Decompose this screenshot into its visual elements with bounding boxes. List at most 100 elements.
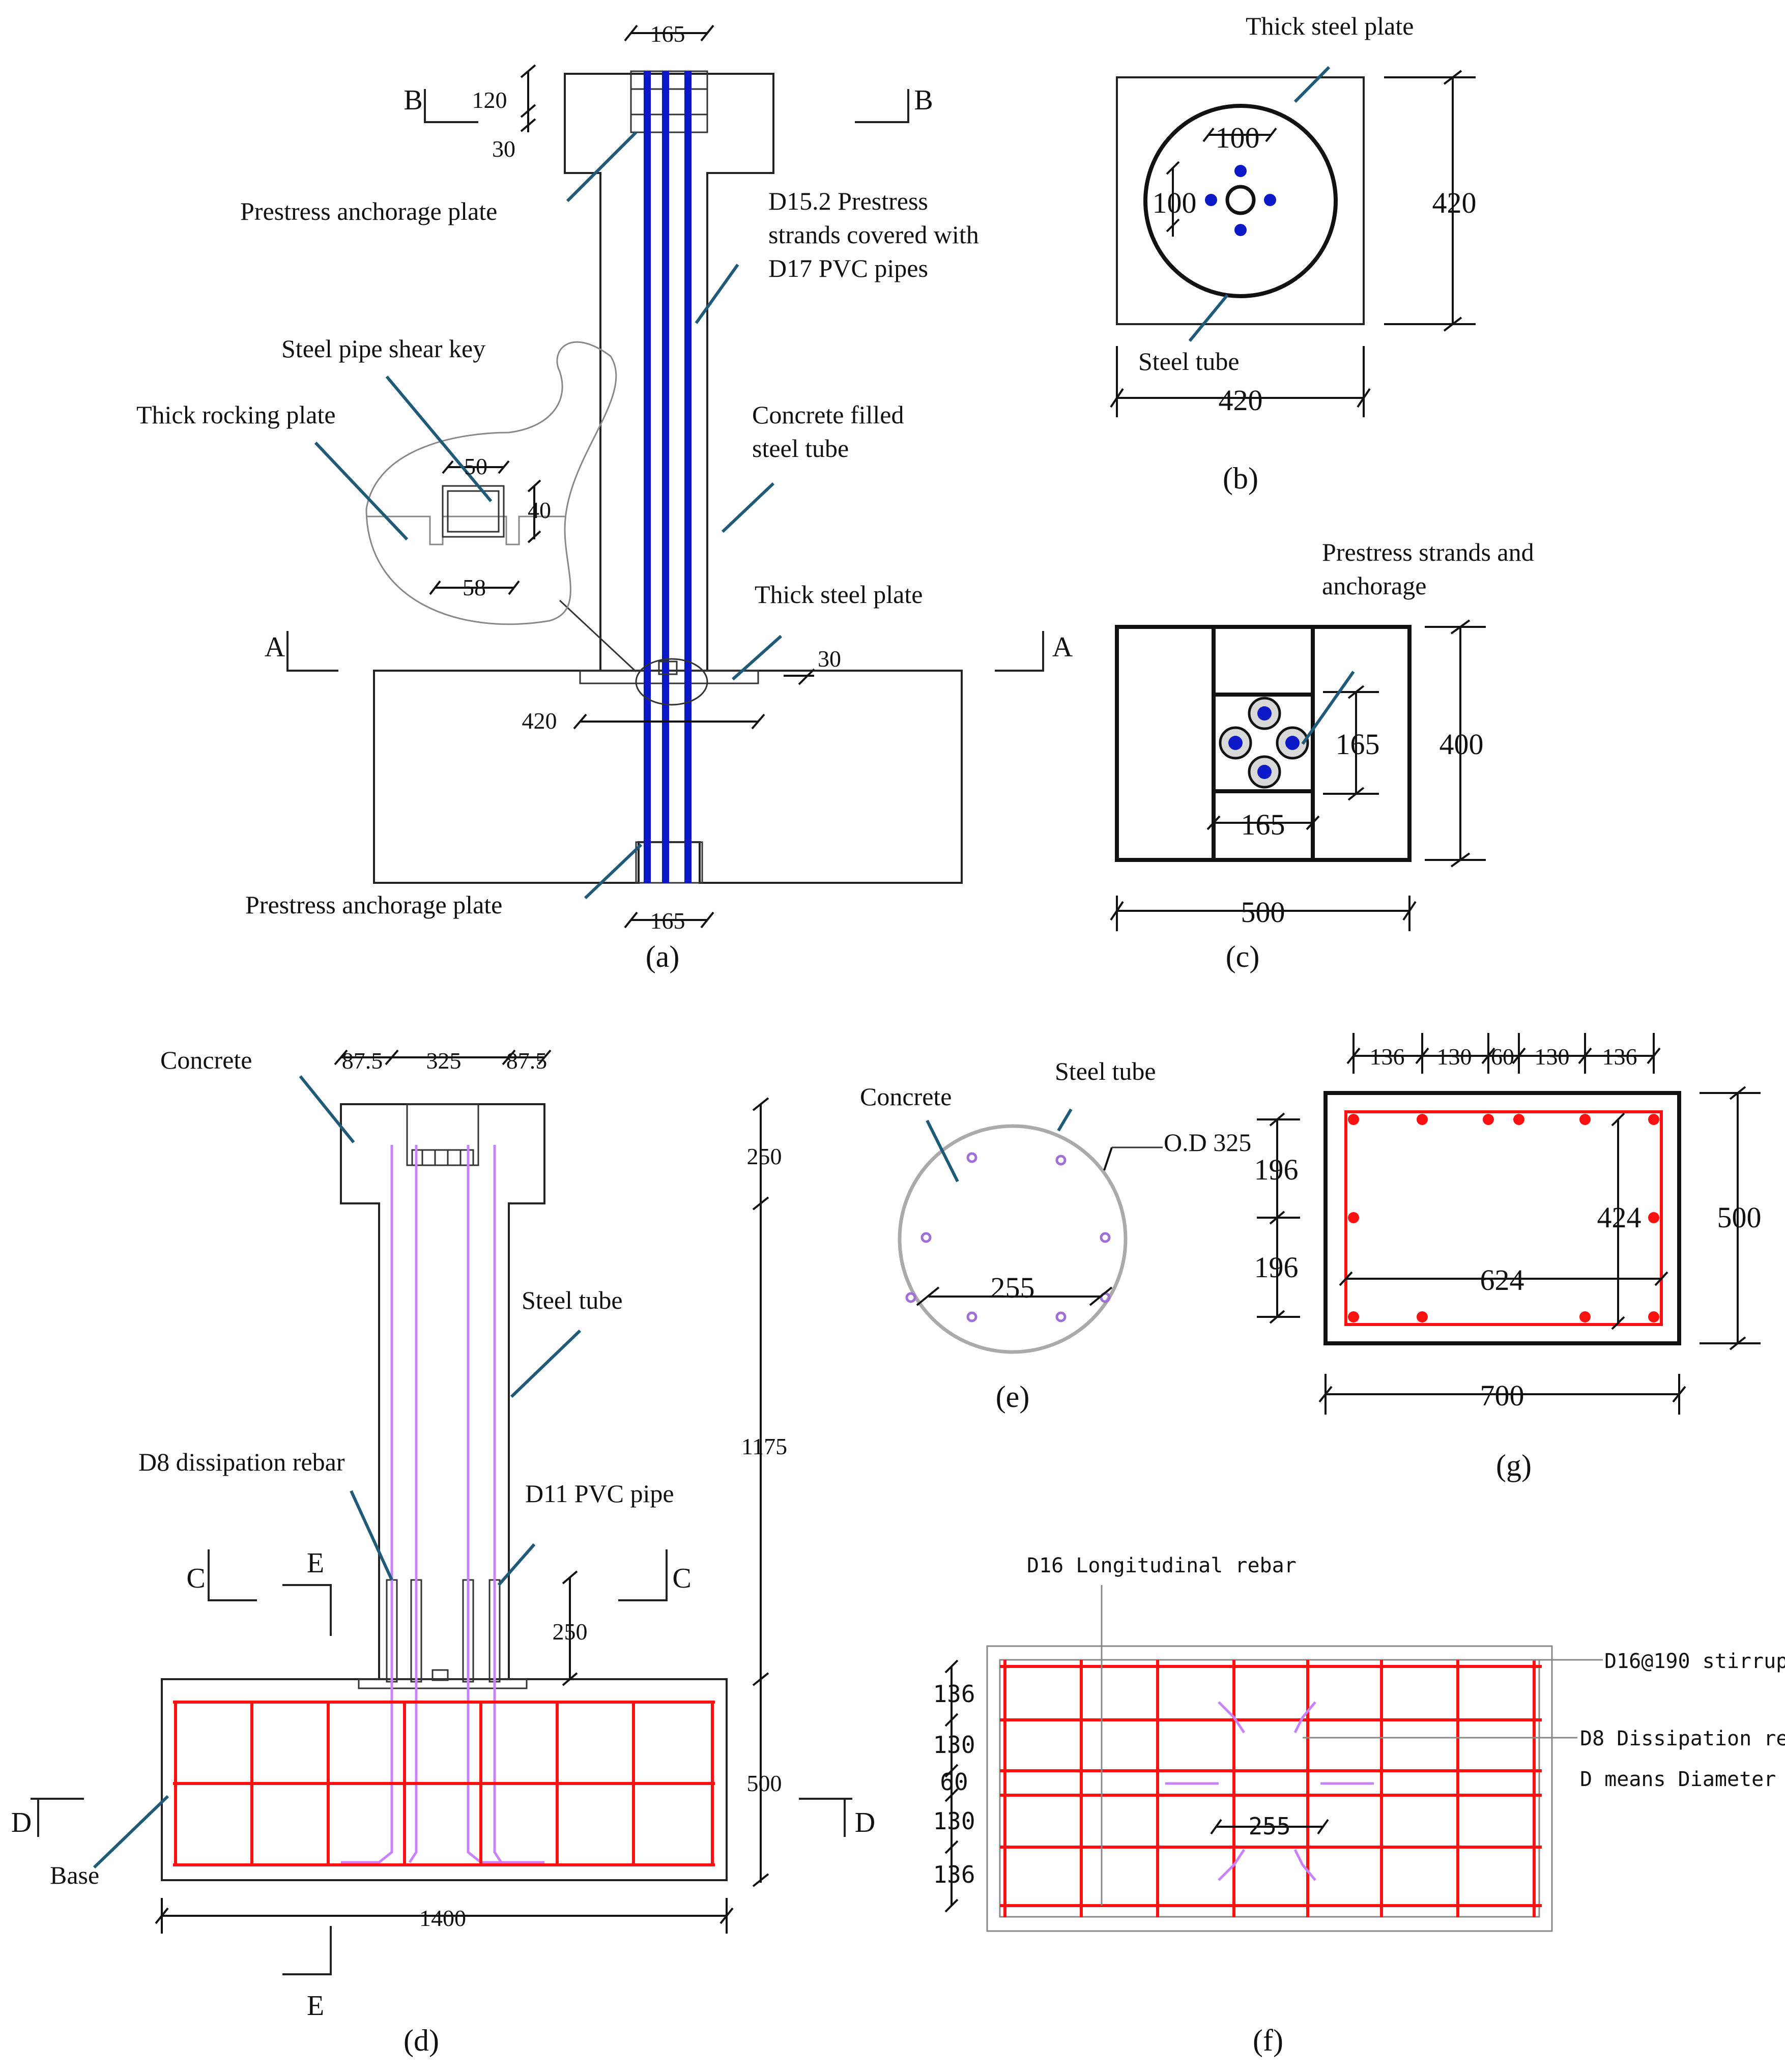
section-e-top [282,1584,332,1636]
label-anchor-top: Prestress anchorage plate [240,197,497,225]
label-strands-c-2: anchorage [1322,571,1426,600]
label-anchor-bottom: Prestress anchorage plate [245,890,502,919]
dissipation-rebar-3 [467,1145,509,1864]
caption-c: (c) [1226,940,1260,973]
dissipation-rebars-f [1165,1701,1374,1881]
dim-g-424: 424 [1597,1201,1642,1234]
dim-g-top-1: 136 [1370,1044,1405,1070]
dissipation-rebar-4 [493,1145,544,1864]
dim-g-196-b: 196 [1254,1251,1299,1284]
label-strands-2: strands covered with [768,220,979,249]
dim-b-420-h: 420 [1219,384,1263,417]
longitudinal-rebars-g [1348,1114,1659,1322]
detail-pointer [559,599,637,673]
strand-hole-b-bottom [1234,224,1247,236]
rebar-grid-f [1000,1660,1542,1917]
label-pvc-d: D11 PVC pipe [525,1479,674,1508]
column-section-c [1212,693,1315,793]
panel-e: 255 O.D 325 Concrete Steel tube (e) [860,1057,1251,1414]
detail-circle [635,658,708,706]
section-e-bottom [282,1926,332,1975]
section-b-right [855,89,909,123]
dim-c-500: 500 [1241,896,1285,929]
strand-anchor-c-left [1219,726,1252,760]
section-a-left [286,631,338,672]
label-od-e: O.D 325 [1164,1128,1251,1157]
label-stirrup-f: D16@190 stirrup [1604,1650,1785,1673]
section-d-left-label: D [11,1807,32,1838]
dim-f-60: 60 [940,1768,968,1796]
panel-b: 100 100 420 420 Thick steel plate Steel … [1110,12,1477,495]
label-steel-tube-e: Steel tube [1055,1057,1156,1085]
caption-b: (b) [1223,462,1258,495]
panel-g: 136 130 60 130 136 196 196 424 624 500 7… [1254,1033,1762,1482]
label-cfst-1: Concrete filled [752,400,904,429]
label-tube-b: Steel tube [1138,347,1240,376]
section-a-right [995,631,1044,672]
dim-f-130-a: 130 [933,1731,975,1759]
dim-g-196-a: 196 [1254,1153,1299,1186]
dissipation-rebar-2 [408,1145,418,1863]
dim-a-50: 50 [464,453,487,479]
label-rebar-d: D8 dissipation rebar [138,1448,345,1476]
dim-f-136-a: 136 [933,1680,975,1708]
section-d-left [31,1798,84,1837]
section-c-left-label: C [186,1563,205,1594]
strand-anchor-c-bottom [1248,755,1281,789]
dim-f-255: 255 [1248,1812,1290,1840]
section-c-left [208,1549,257,1601]
label-concrete-d: Concrete [160,1046,252,1074]
dim-f-136-b: 136 [933,1861,975,1888]
strand-hole-b-left [1205,194,1217,206]
dim-g-top-2: 130 [1437,1044,1472,1070]
base-plan-f [986,1645,1553,1932]
section-c-right [618,1549,668,1601]
dim-e-255: 255 [991,1271,1035,1304]
dim-a-420: 420 [522,708,557,734]
label-rocking-plate: Thick rocking plate [136,400,336,429]
dim-a-58: 58 [463,574,486,600]
section-d-right-label: D [855,1807,875,1838]
section-e-bottom-label: E [307,1990,324,2022]
shear-key-detail [442,485,505,538]
dim-c-165-h: 165 [1241,808,1285,841]
dim-g-700: 700 [1480,1379,1524,1412]
caption-d: (d) [404,2024,439,2057]
section-b-left-label: B [404,84,422,116]
dim-a-165-bottom: 165 [650,908,685,934]
strand-hole-b-top [1234,165,1247,177]
label-strands-3: D17 PVC pipes [768,254,928,282]
caption-e: (e) [996,1380,1030,1414]
section-d-right [799,1798,852,1837]
dim-g-top-3: 60 [1491,1044,1514,1070]
dim-d-87-5-left: 87.5 [342,1048,383,1074]
dim-c-165-v: 165 [1336,728,1380,761]
strand-anchor-c-top [1248,697,1281,730]
steel-tube-e [898,1124,1128,1354]
dim-f-130-b: 130 [933,1807,975,1835]
base-d [161,1678,728,1881]
label-concrete-e: Concrete [860,1082,952,1111]
dim-a-120: 120 [472,87,507,113]
label-plate-b: Thick steel plate [1246,12,1414,40]
caption-g: (g) [1496,1449,1532,1482]
strand-anchor-c-right [1276,726,1309,760]
rocking-plate-detail [366,515,565,545]
label-dissipation-f: D8 Dissipation rebar [1580,1727,1785,1750]
dim-b-100-h: 100 [1216,121,1260,154]
panel-a: 165 165 120 30 30 420 50 40 58 B B A A P… [136,21,1073,973]
steel-tube-b [1143,104,1338,298]
dim-d-87-5-right: 87.5 [506,1048,548,1074]
column-d-outline [340,1103,545,1680]
base-plate-d [358,1678,528,1689]
base-rebar-grid-d [173,1701,715,1866]
label-steel-tube-d: Steel tube [522,1286,623,1314]
dim-c-400: 400 [1439,728,1484,761]
dim-a-30-top: 30 [492,136,515,162]
dim-d-1175: 1175 [741,1433,787,1459]
section-b-left [424,89,478,123]
label-strands-c-1: Prestress strands and [1322,538,1534,566]
caption-f: (f) [1253,2024,1283,2057]
section-c-right-label: C [672,1563,691,1594]
